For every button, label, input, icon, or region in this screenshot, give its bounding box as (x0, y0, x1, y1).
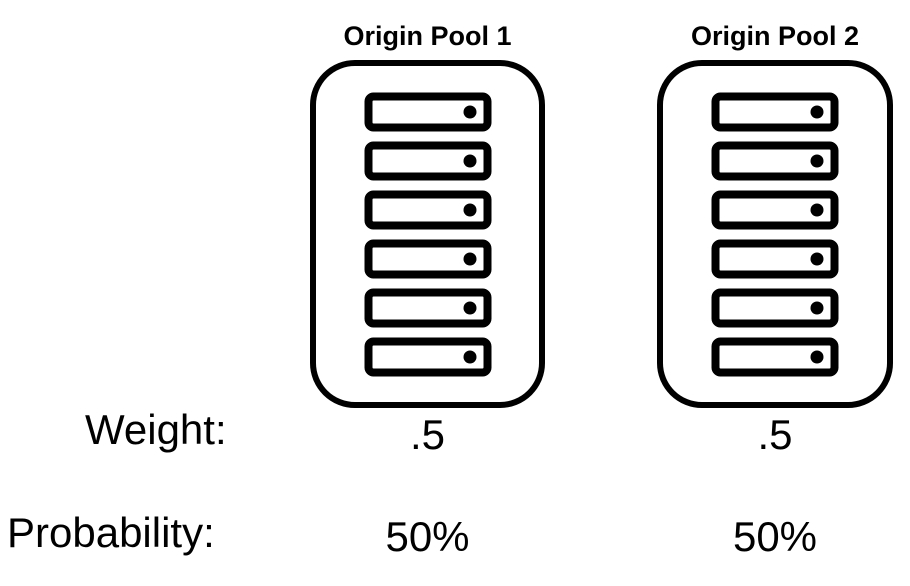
probability-row-label: Probability: (7, 509, 215, 556)
pool-1-title: Origin Pool 1 (343, 21, 512, 51)
pool-1-weight-value: .5 (409, 411, 446, 458)
server-icon (364, 239, 491, 278)
server-icon (711, 92, 839, 131)
pool-2-title: Origin Pool 2 (690, 21, 859, 51)
server-icon (364, 141, 491, 180)
server-icon (364, 92, 491, 131)
origin-pool-1-box (310, 60, 545, 408)
weight-row-label: Weight: (85, 406, 227, 453)
server-icon (364, 288, 491, 327)
server-icon (711, 190, 839, 229)
pool-2-weight-value: .5 (757, 411, 793, 458)
server-icon (364, 337, 491, 376)
server-icon (711, 337, 839, 376)
origin-pool-2-box (657, 60, 893, 408)
server-icon (711, 239, 839, 278)
server-icon (711, 141, 839, 180)
pool-1-probability-value: 50% (385, 513, 470, 560)
pool-2-probability-value: 50% (732, 513, 818, 560)
server-icon (711, 288, 839, 327)
server-icon (364, 190, 491, 229)
